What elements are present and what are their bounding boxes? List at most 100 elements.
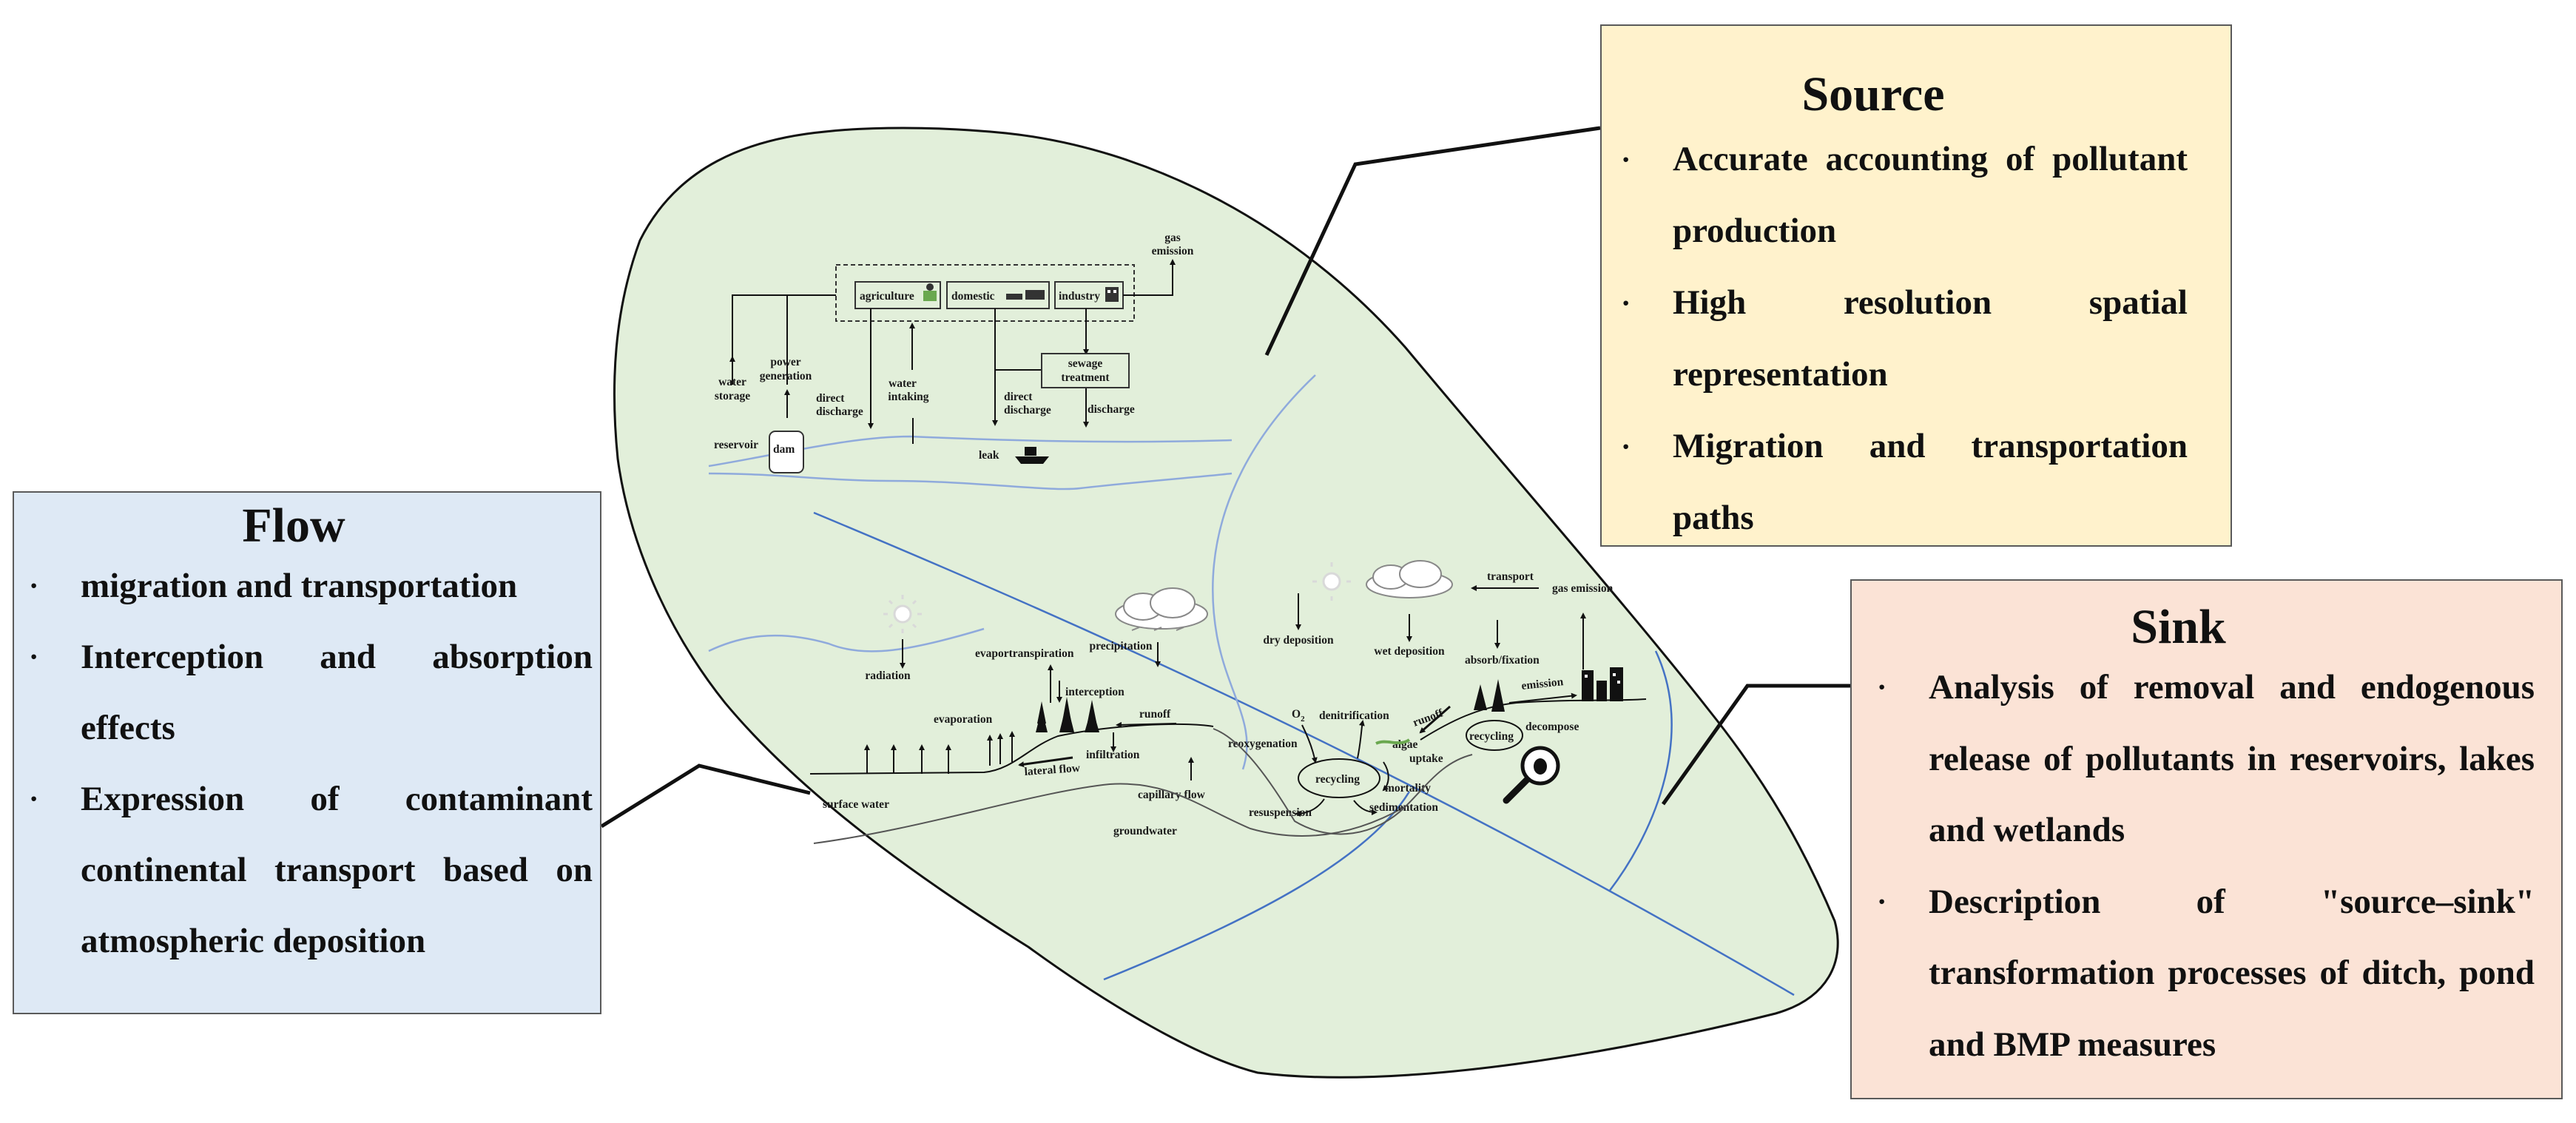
capillary-flow-label: capillary flow xyxy=(1138,789,1206,801)
gas-emission-label-1: gas xyxy=(1164,232,1181,244)
gas-emission-label-2: emission xyxy=(1152,245,1194,257)
buildings-icon xyxy=(1582,667,1623,701)
bullet-dot: · xyxy=(1877,670,1887,704)
car-icon xyxy=(1006,290,1045,300)
algae-label: algae xyxy=(1392,738,1418,751)
sink-callout-line xyxy=(1661,684,1850,806)
cloud-icon xyxy=(1115,587,1208,631)
sector-domestic: domestic xyxy=(951,290,995,303)
stream-north xyxy=(1212,374,1316,770)
bullet-dot: · xyxy=(1621,430,1631,463)
precipitation-label: precipitation xyxy=(1090,640,1153,652)
source-bullet: ·Migration and transportation paths xyxy=(1621,411,2188,554)
trees-icon-sink xyxy=(1474,679,1505,712)
bullet-dot: · xyxy=(1621,143,1631,176)
sink-zone: dry deposition wet deposition transport … xyxy=(1213,560,1647,835)
sectors-dashed-box xyxy=(835,264,1135,322)
sink-bullet: ·Description of "source–sink" transforma… xyxy=(1877,866,2535,1081)
direct-discharge-1-label-2: discharge xyxy=(816,405,863,418)
flow-zone: radiation precipitation evaportranspirat… xyxy=(809,587,1406,844)
factory-icon xyxy=(1105,287,1119,302)
sun-icon-sink xyxy=(1312,562,1351,601)
interception-label: interception xyxy=(1065,686,1125,698)
source-bullet: ·Accurate accounting of pollutant produc… xyxy=(1621,124,2188,267)
direct-discharge-2-label-2: discharge xyxy=(1004,404,1051,417)
source-callout-line xyxy=(1264,126,1601,357)
uptake-label: uptake xyxy=(1409,752,1443,765)
stream-west xyxy=(708,627,985,652)
source-annotation-box: Source ·Accurate accounting of pollutant… xyxy=(1600,24,2232,547)
recycling-1-label: recycling xyxy=(1315,773,1360,786)
bullet-dot: · xyxy=(1621,286,1631,320)
leak-label: leak xyxy=(979,449,999,462)
water-storage-label-2: storage xyxy=(715,390,750,402)
radiation-label: radiation xyxy=(865,670,911,682)
absorb-fixation-label: absorb/fixation xyxy=(1465,654,1540,667)
rivers xyxy=(708,374,1795,996)
direct-discharge-1-label-1: direct xyxy=(816,392,845,405)
flow-bullet: ·migration and transportation xyxy=(29,550,593,621)
dry-deposition-label: dry deposition xyxy=(1263,634,1334,647)
bullet-dot: · xyxy=(1877,884,1887,918)
water-intaking-label-1: water xyxy=(889,377,917,390)
sink-annotation-box: Sink ·Analysis of removal and endogenous… xyxy=(1850,579,2563,1099)
source-bullet: ·High resolution spatial representation xyxy=(1621,267,2188,411)
recycling-2-label: recycling xyxy=(1469,730,1514,743)
denitrification-label: denitrification xyxy=(1319,709,1389,722)
dam-label: dam xyxy=(773,443,795,456)
water-intaking-label-2: intaking xyxy=(888,391,928,403)
main-river xyxy=(813,511,1795,996)
sector-agriculture: agriculture xyxy=(860,290,914,303)
decompose-label: decompose xyxy=(1525,721,1579,733)
resuspension-label: resuspension xyxy=(1249,806,1312,819)
wet-deposition-label: wet deposition xyxy=(1374,645,1445,658)
groundwater-label: groundwater xyxy=(1113,825,1177,837)
dam-icon xyxy=(769,431,804,473)
bullet-dot: · xyxy=(29,640,39,673)
water-storage-label-1: water xyxy=(718,376,746,388)
sink-title: Sink xyxy=(2131,600,2226,654)
source-bullets: ·Accurate accounting of pollutant produc… xyxy=(1621,124,2188,554)
discharge-label: discharge xyxy=(1088,403,1135,416)
gas-emission-sink-label: gas emission xyxy=(1552,582,1614,595)
flow-title: Flow xyxy=(242,499,345,553)
reoxygenation-label: reoxygenation xyxy=(1228,738,1298,750)
infiltration-label: infiltration xyxy=(1086,749,1140,761)
cloud-icon-sink xyxy=(1366,560,1453,598)
flow-bullet: ·Expression of contaminant continental t… xyxy=(29,763,593,977)
sewage-treatment-label-2: treatment xyxy=(1061,371,1110,384)
flow-callout-line xyxy=(600,763,811,829)
bullet-dot: · xyxy=(29,569,39,602)
sector-industry: industry xyxy=(1059,290,1100,303)
reservoir-label: reservoir xyxy=(714,439,758,451)
surface-water-label: surface water xyxy=(823,798,889,811)
power-generation-label-2: generation xyxy=(760,370,812,382)
sink-bullet: ·Analysis of removal and endogenous rele… xyxy=(1877,652,2535,866)
watershed-outline xyxy=(613,127,1839,1079)
river-east xyxy=(1608,650,1673,892)
runoff-label: runoff xyxy=(1139,708,1171,721)
o2-label: O2 xyxy=(1292,708,1305,724)
river-branch xyxy=(1103,791,1411,981)
transport-label: transport xyxy=(1487,570,1534,583)
callout-lines xyxy=(600,126,1850,829)
sink-bullets: ·Analysis of removal and endogenous rele… xyxy=(1877,652,2535,1081)
sun-icon xyxy=(883,595,922,633)
evapotranspiration-label: evaportranspiration xyxy=(975,647,1074,660)
direct-discharge-2-label-1: direct xyxy=(1004,391,1033,403)
recycling-ellipse-1 xyxy=(1298,758,1380,798)
flow-bullets: ·migration and transportation ·Intercept… xyxy=(29,550,593,977)
recycling-ellipse-2 xyxy=(1466,720,1523,751)
evaporation-label: evaporation xyxy=(934,713,993,726)
power-generation-label-1: power xyxy=(770,356,800,368)
lateral-flow-label: lateral flow xyxy=(1024,762,1081,778)
flow-annotation-box: Flow ·migration and transportation ·Inte… xyxy=(13,491,601,1014)
sewage-treatment-label-1: sewage xyxy=(1068,357,1103,370)
magnifier-bug-icon xyxy=(1503,746,1560,804)
source-zone: agriculture domestic industry gas emissi… xyxy=(714,232,1194,473)
ship-icon xyxy=(1015,447,1049,464)
bullet-dot: · xyxy=(29,782,39,815)
source-title: Source xyxy=(1801,67,1945,121)
trees-icon xyxy=(1036,697,1099,732)
